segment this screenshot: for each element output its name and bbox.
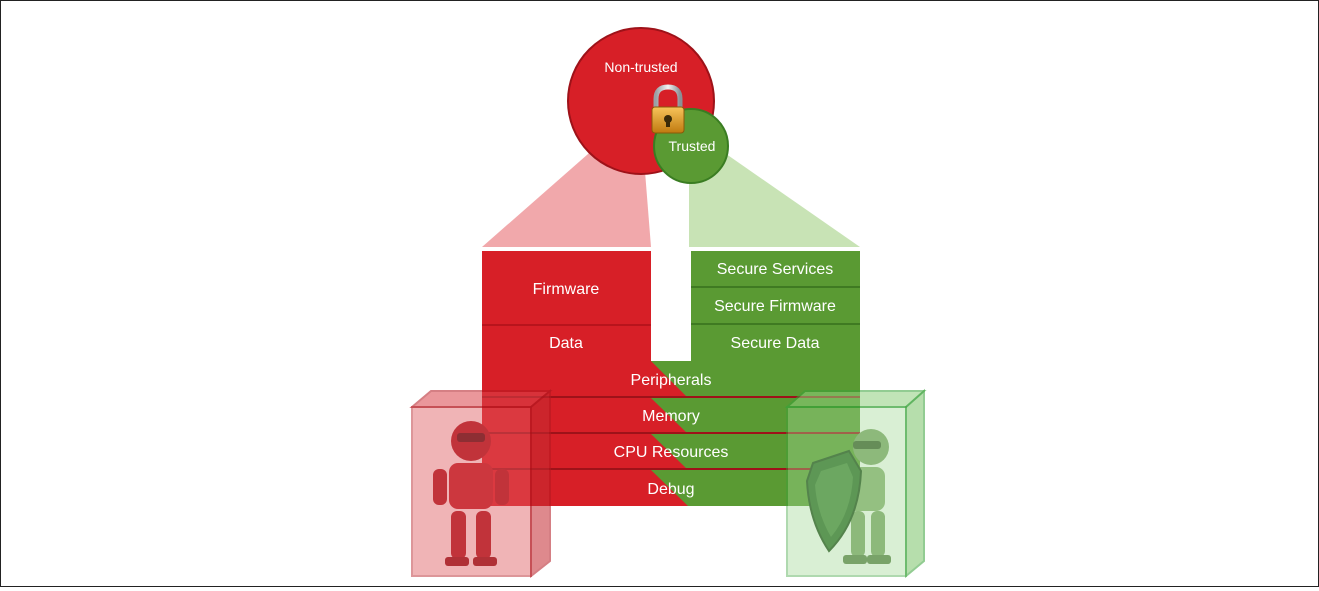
robot-shield-icon	[805, 429, 891, 564]
secure-firmware-block	[691, 288, 860, 323]
data-label: Data	[549, 335, 583, 352]
robot-attacker-icon	[433, 421, 509, 566]
secure-data-block	[691, 325, 860, 361]
padlock-icon	[651, 84, 685, 134]
data-block	[482, 326, 651, 361]
peripherals-label: Peripherals	[631, 372, 712, 389]
left-stack: Firmware Data	[482, 251, 651, 361]
memory-label: Memory	[642, 408, 700, 425]
secure-data-label: Secure Data	[731, 335, 820, 352]
cpu-resources-label: CPU Resources	[614, 444, 729, 461]
cpu-green	[651, 434, 860, 470]
right-stack: Secure Services Secure Firmware Secure D…	[691, 251, 860, 361]
firmware-label: Firmware	[533, 281, 600, 298]
peripherals-green	[651, 361, 860, 398]
trusted-funnel	[689, 149, 860, 247]
secure-firmware-label: Secure Firmware	[714, 298, 836, 315]
secure-services-block	[691, 251, 860, 286]
defender-box	[784, 388, 927, 579]
debug-label: Debug	[647, 481, 694, 498]
non-trusted-label: Non-trusted	[604, 59, 677, 75]
firmware-block	[482, 251, 651, 324]
attacker-box	[409, 388, 553, 579]
trusted-label: Trusted	[669, 138, 716, 154]
secure-services-label: Secure Services	[717, 261, 834, 278]
